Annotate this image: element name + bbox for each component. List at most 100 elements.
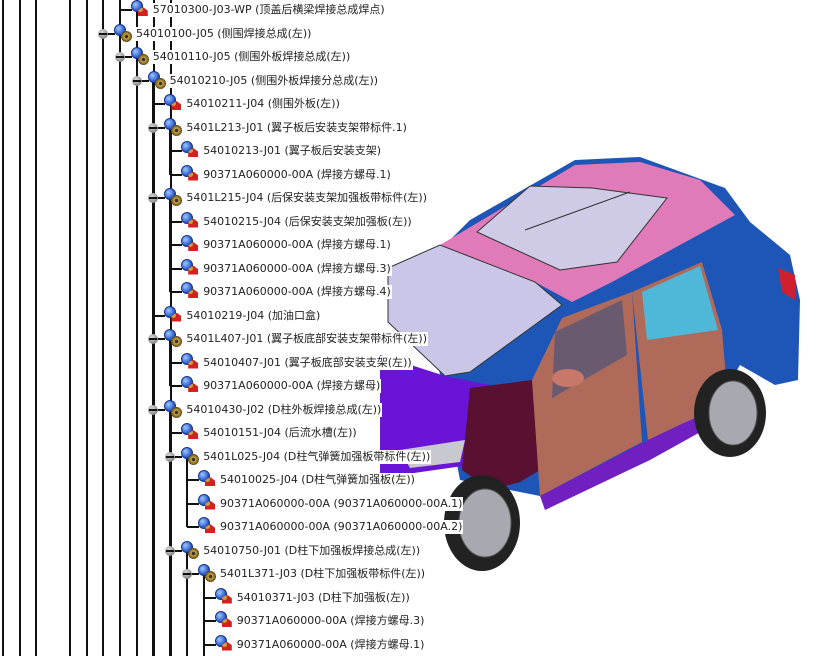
tree-connector	[170, 455, 183, 458]
tree-item-label[interactable]: 90371A060000-00A (焊接方螺母.3)	[235, 614, 426, 628]
tree-item-label[interactable]: 54010407-J01 (翼子板底部安装支架(左))	[202, 355, 413, 370]
part-icon	[130, 0, 149, 18]
part-icon	[214, 611, 233, 629]
side-sill	[540, 402, 740, 510]
collapse-node-button[interactable]	[165, 545, 176, 556]
collapse-node-button[interactable]	[148, 334, 159, 344]
windshield	[387, 244, 563, 377]
tree-connector	[170, 173, 183, 176]
tree-item-label[interactable]: 90371A060000-00A (焊接方螺母)	[202, 379, 382, 393]
tree-branch-line	[169, 409, 172, 656]
tree-branch-line	[69, 0, 71, 656]
front-fender	[462, 380, 540, 490]
tree-item-label[interactable]: 54010211-J04 (侧围外板(左))	[185, 97, 341, 111]
tree-connector	[119, 9, 132, 11]
product-assembly-icon	[181, 540, 200, 559]
tree-item-label[interactable]: 54010025-J04 (D柱气弹簧加强板(左))	[219, 473, 416, 487]
tree-connector	[136, 79, 149, 82]
part-icon	[214, 587, 233, 606]
part-icon	[181, 282, 199, 300]
tree-item-label[interactable]: 5401L407-J01 (翼子板底部安装支架带标件(左))	[185, 332, 428, 346]
tree-connector	[170, 220, 183, 223]
tree-connector	[170, 244, 183, 246]
product-assembly-icon	[198, 564, 216, 582]
part-icon	[181, 352, 199, 371]
product-assembly-icon	[164, 399, 183, 418]
product-assembly-icon	[147, 70, 166, 89]
tree-item-label[interactable]: 5401L025-J04 (D柱气弹簧加强板带标件(左))	[202, 449, 432, 464]
part-icon	[181, 211, 199, 230]
tree-branch-line	[186, 456, 188, 527]
part-icon	[198, 493, 216, 512]
rear-wheel	[694, 369, 766, 457]
part-icon	[164, 305, 182, 324]
tree-item-label[interactable]: 90371A060000-00A (焊接方螺母.4)	[202, 285, 392, 299]
tree-item-label[interactable]: 54010151-J04 (后流水槽(左))	[202, 426, 358, 440]
rear-window	[642, 266, 718, 340]
tree-item-label[interactable]: 54010750-J01 (D柱下加强板焊接总成(左))	[202, 543, 422, 558]
part-icon	[164, 94, 182, 112]
tree-connector	[153, 126, 166, 129]
tree-branch-line	[19, 0, 21, 656]
tree-connector	[170, 549, 183, 552]
tree-item-label[interactable]: 54010371-J03 (D柱下加强板(左))	[235, 590, 411, 605]
collapse-node-button[interactable]	[148, 404, 159, 415]
tree-item-label[interactable]: 5401L371-J03 (D柱下加强板带标件(左))	[219, 567, 427, 581]
tree-connector	[203, 596, 216, 599]
tree-item-label[interactable]: 5401L213-J01 (翼子板后安装支架带标件.1)	[185, 120, 408, 135]
product-assembly-icon	[181, 446, 200, 465]
product-assembly-icon	[164, 117, 183, 136]
tree-branch-line	[118, 33, 121, 656]
collapse-node-button[interactable]	[165, 451, 176, 462]
part-icon	[181, 235, 199, 253]
tree-branch-line	[35, 0, 37, 656]
tree-item-label[interactable]: 90371A060000-00A (焊接方螺母.1)	[202, 238, 392, 252]
tree-item-label[interactable]: 90371A060000-00A (焊接方螺母.3)	[202, 261, 392, 276]
product-assembly-icon	[114, 23, 132, 42]
tree-item-label[interactable]: 90371A060000-00A (90371A060000-00A.1)	[219, 496, 464, 511]
tree-branch-line	[170, 0, 172, 656]
tree-item-label[interactable]: 54010219-J04 (加油口盒)	[185, 308, 322, 323]
tree-item-label[interactable]: 90371A060000-00A (焊接方螺母.1)	[235, 637, 426, 652]
part-icon	[181, 164, 199, 183]
collapse-node-button[interactable]	[114, 52, 125, 62]
tree-connector	[170, 385, 183, 387]
collapse-node-button[interactable]	[148, 193, 159, 203]
tree-item-label[interactable]: 90371A060000-00A (90371A060000-00A.2)	[219, 520, 464, 534]
tree-item-label[interactable]: 54010213-J01 (翼子板后安装支架)	[202, 144, 383, 158]
tree-item-label[interactable]: 54010210-J05 (侧围外板焊接分总成(左))	[168, 73, 380, 88]
tree-connector	[170, 291, 183, 293]
part-icon	[198, 470, 216, 488]
collapse-node-button[interactable]	[98, 28, 108, 39]
part-icon	[214, 634, 233, 653]
rear-light	[778, 268, 795, 300]
rear-quarter	[702, 250, 797, 380]
tree-connector	[203, 620, 216, 622]
sunroof	[476, 185, 668, 271]
tree-item-label[interactable]: 54010215-J04 (后保安装支架加强板(左))	[202, 214, 413, 229]
tree-item-label[interactable]: 54010430-J02 (D柱外板焊接总成(左))	[185, 402, 383, 417]
tree-connector	[187, 502, 199, 505]
tree-connector	[170, 150, 183, 152]
tree-item-label[interactable]: 57010300-J03-WP (顶盖后横梁焊接总成焊点)	[151, 3, 386, 17]
tree-item-label[interactable]: 5401L215-J04 (后保安装支架加强板带标件(左))	[185, 191, 428, 205]
tree-connector	[153, 197, 166, 199]
collapse-node-button[interactable]	[182, 569, 192, 579]
tree-connector	[170, 267, 183, 270]
part-icon	[181, 258, 199, 277]
part-icon	[181, 423, 199, 441]
tree-connector	[153, 314, 166, 317]
collapse-node-button[interactable]	[131, 75, 142, 86]
tree-branch-line	[102, 0, 104, 656]
tree-item-label[interactable]: 90371A060000-00A (焊接方螺母.1)	[202, 167, 392, 182]
tree-connector	[170, 361, 183, 364]
tree-branch-line	[86, 0, 88, 656]
tree-item-label[interactable]: 54010100-J05 (侧围焊接总成(左))	[135, 26, 313, 41]
tree-item-label[interactable]: 54010110-J05 (侧围外板焊接总成(左))	[151, 50, 352, 64]
collapse-node-button[interactable]	[148, 122, 159, 133]
tree-connector	[187, 573, 199, 575]
part-icon	[181, 376, 199, 394]
